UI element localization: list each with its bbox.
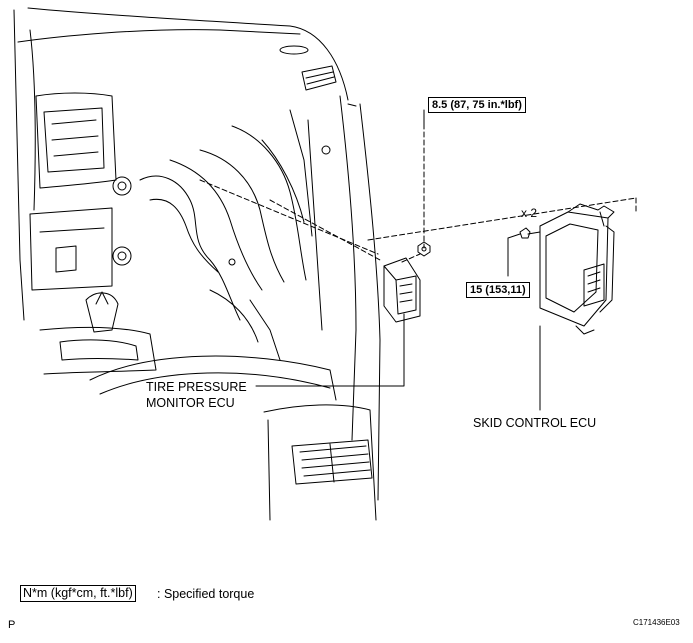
- nut-icon: [417, 241, 431, 257]
- tire-pressure-monitor-ecu-label-line2: MONITOR ECU: [146, 396, 235, 410]
- torque-spec-upper: 8.5 (87, 75 in.*lbf): [428, 97, 526, 113]
- tire-pressure-monitor-ecu: [383, 257, 421, 323]
- dashed-guide-lines: [199, 123, 637, 263]
- tire-pressure-monitor-ecu-label-line1: TIRE PRESSURE: [146, 380, 247, 394]
- legend-unit-box: N*m (kgf*cm, ft.*lbf): [20, 585, 136, 602]
- quantity-label: x 2: [521, 206, 538, 220]
- bolt-icon: [519, 227, 541, 239]
- legend-description: : Specified torque: [157, 587, 255, 601]
- skid-control-ecu-label: SKID CONTROL ECU: [473, 416, 597, 430]
- dashboard-illustration: [13, 7, 381, 521]
- figure-code: C171436E03: [633, 618, 680, 627]
- torque-spec-lower: 15 (153,11): [466, 282, 530, 298]
- leader-lines: [255, 109, 541, 411]
- skid-control-ecu: [539, 203, 615, 335]
- corner-letter: P: [8, 619, 16, 631]
